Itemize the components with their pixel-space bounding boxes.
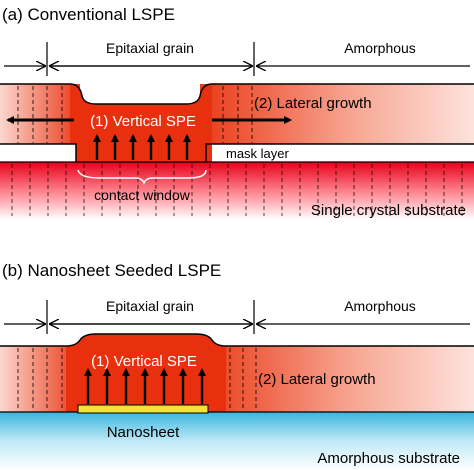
panel-b-seed-label: Nanosheet: [107, 424, 180, 441]
panel-b-region-epitaxial: Epitaxial grain: [106, 298, 194, 314]
panel-b-vertical-arrows: [84, 368, 206, 404]
panel-a-film-right: [200, 84, 474, 144]
panel-b-nanosheet: [77, 404, 209, 414]
panel-b-substrate: [0, 412, 474, 470]
panel-a-contact-window-bracket: [77, 169, 207, 186]
panel-b-title: (b) Nanosheet Seeded LSPE: [2, 261, 221, 280]
panel-b-substrate-label: Amorphous substrate: [317, 450, 460, 467]
panel-a-window-label: contact window: [94, 187, 191, 203]
panel-a-substrate-label: Single crystal substrate: [311, 202, 466, 219]
panel-a-film-left: [0, 84, 80, 144]
panel-b-region-amorphous: Amorphous: [344, 298, 416, 314]
panel-a-region-amorphous: Amorphous: [344, 40, 416, 56]
panel-a-grain-lines: [17, 86, 253, 143]
panel-a-vertical-arrows: [93, 134, 191, 160]
panel-a-vertical-label: (1) Vertical SPE: [90, 113, 196, 130]
panel-a-mask-label: mask layer: [226, 146, 290, 161]
panel-a-film-outline: [0, 83, 474, 162]
panel-b-grain-lines: [17, 348, 257, 411]
panel-a: (a) Conventional LSPE Epitaxial grain Am…: [0, 5, 474, 220]
panel-a-title: (a) Conventional LSPE: [2, 5, 175, 24]
panel-a-mask-left: [0, 144, 76, 162]
panel-a-substrate-lines: [11, 164, 463, 216]
panel-b-vertical-label: (1) Vertical SPE: [91, 353, 197, 370]
panel-b-region-ruler: [4, 300, 470, 334]
panel-a-region-ruler: [4, 42, 470, 76]
panel-a-region-epitaxial: Epitaxial grain: [106, 40, 194, 56]
panel-b-film-right: [200, 346, 474, 412]
panel-a-mask-right: [206, 144, 474, 162]
panel-a-film-center: [70, 84, 212, 162]
panel-b: (b) Nanosheet Seeded LSPE Epitaxial grai…: [0, 261, 474, 470]
panel-b-lateral-label: (2) Lateral growth: [258, 371, 376, 388]
panel-b-film-outline: [0, 333, 474, 347]
panel-a-lateral-label: (2) Lateral growth: [254, 95, 372, 112]
